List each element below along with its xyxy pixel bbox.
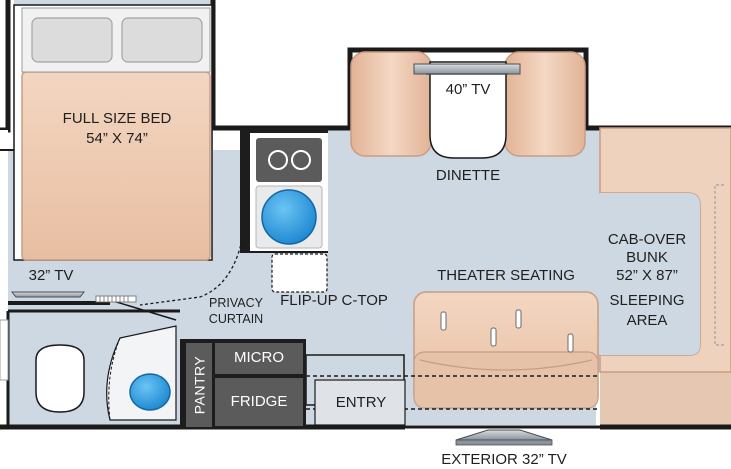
privacy-curtain xyxy=(139,239,243,306)
cabover-label-line5: AREA xyxy=(626,312,668,329)
bath-sink-icon xyxy=(129,373,171,411)
cabover-label-line1: CAB-OVER xyxy=(607,231,687,248)
pillow-right xyxy=(121,17,203,63)
seatbelt-buckles xyxy=(440,309,574,353)
bed-tv-label: 32” TV xyxy=(28,267,74,284)
galley-counter xyxy=(240,128,328,293)
theater-seating-label: THEATER SEATING xyxy=(437,267,575,284)
bed-size-label: 54” X 74” xyxy=(86,130,148,147)
burner-right-icon xyxy=(291,150,311,170)
bed-tv-icon xyxy=(8,291,137,305)
exterior-tv-icon xyxy=(455,429,553,446)
micro-label: MICRO xyxy=(234,349,284,366)
fridge-label: FRIDGE xyxy=(230,393,288,410)
pantry-label: PANTRY xyxy=(191,355,207,415)
dinette-tv-icon xyxy=(413,63,521,75)
cooktop xyxy=(256,138,322,182)
bathroom xyxy=(0,296,180,427)
theater-seating xyxy=(413,291,599,409)
entry-label: ENTRY xyxy=(335,394,387,411)
privacy-curtain-label-line2: CURTAIN xyxy=(208,312,264,326)
cab-over-bunk xyxy=(599,127,731,373)
cabover-label-line2: BUNK xyxy=(626,249,668,266)
full-size-bed xyxy=(13,4,213,261)
burner-left-icon xyxy=(268,150,288,170)
dinette-label: DINETTE xyxy=(435,167,501,184)
bed-label: FULL SIZE BED xyxy=(62,110,172,127)
entry-door xyxy=(314,379,406,426)
cabover-label-line3: 52” X 87” xyxy=(616,267,678,284)
flip-up-label: FLIP-UP C-TOP xyxy=(280,292,388,309)
galley-sink-icon xyxy=(261,189,317,245)
appliance-block xyxy=(180,339,306,429)
pantry-cabinet xyxy=(186,343,212,427)
pantry-label-wrap: PANTRY xyxy=(186,343,212,427)
pillow-left xyxy=(31,17,113,63)
flip-up-countertop xyxy=(271,253,328,293)
toilet-icon xyxy=(35,344,85,413)
exterior-tv-label: EXTERIOR 32” TV xyxy=(441,451,567,468)
privacy-curtain-label-line1: PRIVACY xyxy=(209,296,263,310)
dinette-table xyxy=(429,61,507,159)
dinette-tv-label: 40” TV xyxy=(445,81,491,98)
dinette xyxy=(350,51,586,159)
bed-nook-window xyxy=(0,130,8,150)
microwave xyxy=(215,343,303,374)
cabover-label-line4: SLEEPING xyxy=(609,292,685,309)
fridge xyxy=(215,378,303,426)
